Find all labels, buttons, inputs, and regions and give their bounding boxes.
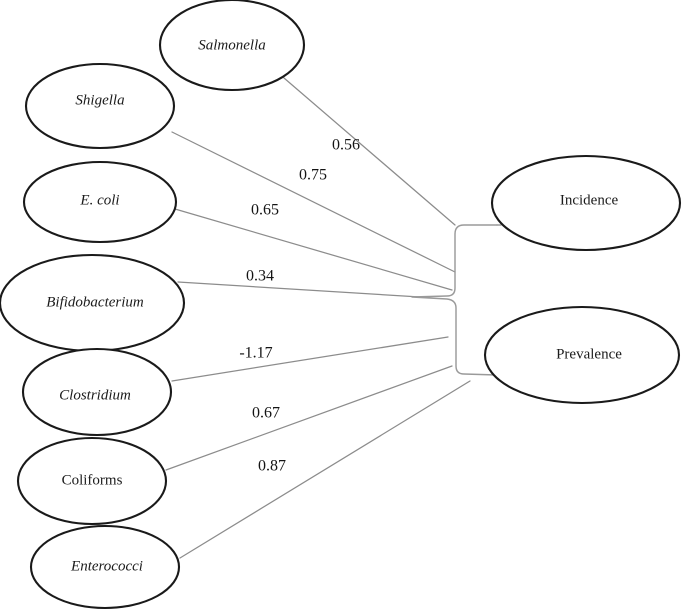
predictor-node-layer: Salmonella Shigella E. coli Bifidobacter… [0, 0, 306, 610]
node-incidence-label: Incidence [560, 192, 619, 208]
node-incidence-shape[interactable] [490, 154, 682, 252]
node-ecoli[interactable]: E. coli [22, 160, 178, 244]
node-enterococci-shape[interactable] [29, 524, 181, 610]
edge-label-clostridium-prevalence: -1.17 [239, 345, 272, 362]
edge-bifidobacterium-incidence [177, 281, 421, 298]
edge-label-enterococci-prevalence: 0.87 [258, 458, 286, 475]
node-coliforms-shape[interactable] [16, 436, 168, 526]
node-prevalence-shape[interactable] [483, 305, 681, 405]
node-salmonella-label: Salmonella [198, 37, 266, 53]
edge-layer [165, 77, 471, 559]
edge-label-bifidobacterium-incidence: 0.34 [246, 268, 274, 285]
node-salmonella-shape[interactable] [158, 0, 306, 92]
edge-clostridium-prevalence [171, 336, 449, 382]
edge-shigella-incidence [171, 131, 456, 273]
node-prevalence-label: Prevalence [556, 346, 622, 362]
node-ecoli-label: E. coli [79, 192, 119, 208]
node-shigella-shape[interactable] [24, 62, 176, 150]
edge-label-coliforms-prevalence: 0.67 [252, 405, 280, 422]
node-clostridium-shape[interactable] [21, 347, 173, 437]
node-bifidobacterium-label: Bifidobacterium [46, 294, 144, 310]
brace-incidence [411, 224, 498, 376]
node-clostridium[interactable]: Clostridium [21, 347, 173, 437]
edge-label-ecoli-incidence: 0.65 [251, 202, 279, 219]
node-shigella[interactable]: Shigella [24, 62, 176, 150]
edge-enterococci-prevalence [179, 380, 471, 559]
edge-salmonella-incidence [283, 77, 456, 226]
node-ecoli-shape[interactable] [22, 160, 178, 244]
outcome-node-layer: Incidence Prevalence [483, 154, 682, 405]
node-salmonella[interactable]: Salmonella [158, 0, 306, 92]
edge-ecoli-incidence [174, 208, 453, 291]
node-coliforms-label: Coliforms [62, 472, 123, 488]
node-prevalence[interactable]: Prevalence [483, 305, 681, 405]
node-shigella-label: Shigella [75, 92, 124, 108]
node-enterococci-label: Enterococci [70, 558, 143, 574]
edge-label-layer: 0.56 0.75 0.65 0.34 -1.17 0.67 0.87 [239, 137, 360, 475]
node-coliforms[interactable]: Coliforms [16, 436, 168, 526]
node-incidence[interactable]: Incidence [490, 154, 682, 252]
node-clostridium-label: Clostridium [59, 387, 131, 403]
edge-label-salmonella-incidence: 0.56 [332, 137, 360, 154]
node-bifidobacterium[interactable]: Bifidobacterium [0, 253, 186, 353]
node-enterococci[interactable]: Enterococci [29, 524, 181, 610]
edge-label-shigella-incidence: 0.75 [299, 167, 327, 184]
edge-coliforms-prevalence [165, 365, 453, 471]
